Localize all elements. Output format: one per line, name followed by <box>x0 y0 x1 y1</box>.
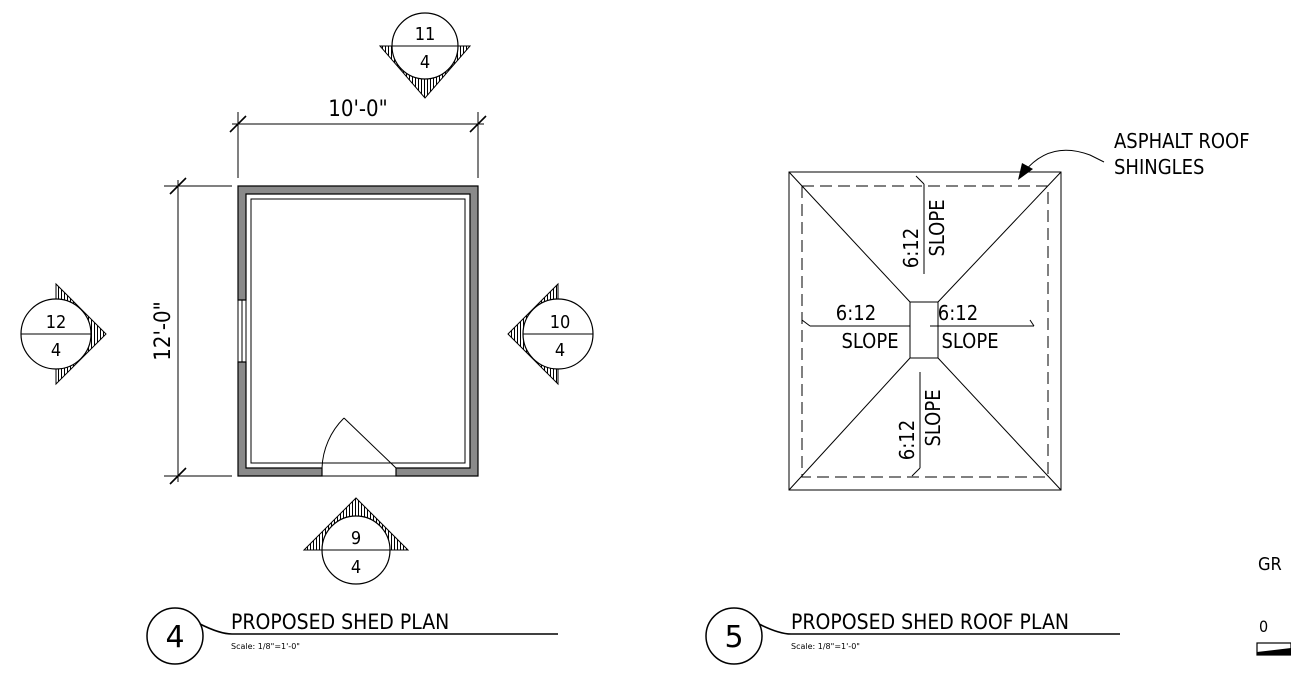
height-dimension <box>164 177 232 485</box>
elevation-marker-right-sheet: 4 <box>555 340 565 361</box>
roof-outline <box>788 171 1062 491</box>
elevation-marker-top: 11 4 <box>378 12 472 99</box>
roof-scale: Scale: 1/8"=1'-0" <box>791 642 860 651</box>
graphic-scale: GR 0 <box>1256 554 1291 656</box>
plan-title: PROPOSED SHED PLAN <box>231 610 449 634</box>
door <box>321 417 397 477</box>
elevation-marker-bottom-sheet: 4 <box>351 557 361 578</box>
slope-label-right: 6:12 SLOPE <box>930 301 1035 353</box>
height-dimension-label: 12'-0" <box>151 301 176 360</box>
shingles-callout: ASPHALT ROOF SHINGLES <box>1018 129 1250 180</box>
elevation-marker-left: 12 4 <box>20 282 107 386</box>
elevation-marker-bottom: 9 4 <box>302 497 410 585</box>
roof-title: PROPOSED SHED ROOF PLAN <box>791 610 1069 634</box>
plan-title-block: 4 PROPOSED SHED PLAN Scale: 1/8"=1'-0" <box>146 607 558 665</box>
shed-walls <box>237 185 479 477</box>
graphic-scale-label: GR <box>1258 554 1282 575</box>
slope-bottom-ratio: 6:12 <box>895 420 919 460</box>
elevation-marker-left-sheet: 4 <box>51 340 61 361</box>
plan-title-number: 4 <box>165 620 184 655</box>
roof-title-block: 5 PROPOSED SHED ROOF PLAN Scale: 1/8"=1'… <box>705 607 1120 665</box>
slope-label-top: 6:12 SLOPE <box>899 175 949 274</box>
graphic-scale-zero: 0 <box>1259 617 1268 636</box>
shingles-callout-line2: SHINGLES <box>1114 155 1204 179</box>
elevation-marker-right-number: 10 <box>550 312 571 333</box>
slope-bottom-word: SLOPE <box>921 389 945 446</box>
elevation-marker-bottom-number: 9 <box>351 528 361 549</box>
roof-title-number: 5 <box>724 620 743 655</box>
slope-label-left: 6:12 SLOPE <box>801 301 910 353</box>
shed-plan: 10'-0" 12'-0" <box>20 12 594 665</box>
plan-scale: Scale: 1/8"=1'-0" <box>231 642 300 651</box>
width-dimension <box>229 112 487 178</box>
elevation-marker-top-number: 11 <box>415 24 436 45</box>
slope-top-ratio: 6:12 <box>899 228 923 268</box>
elevation-marker-left-number: 12 <box>46 312 67 333</box>
slope-right-ratio: 6:12 <box>938 301 978 325</box>
width-dimension-label: 10'-0" <box>328 97 387 122</box>
window <box>237 300 247 362</box>
slope-label-bottom: 6:12 SLOPE <box>895 372 945 477</box>
slope-left-word: SLOPE <box>841 329 898 353</box>
slope-top-word: SLOPE <box>925 199 949 256</box>
shed-roof-plan: ASPHALT ROOF SHINGLES 6:12 SLOPE 6:12 SL… <box>705 129 1250 665</box>
slope-right-word: SLOPE <box>941 329 998 353</box>
elevation-marker-right: 10 4 <box>507 282 594 386</box>
slope-left-ratio: 6:12 <box>836 301 876 325</box>
shingles-callout-line1: ASPHALT ROOF <box>1114 129 1250 153</box>
elevation-marker-top-sheet: 4 <box>420 52 430 73</box>
